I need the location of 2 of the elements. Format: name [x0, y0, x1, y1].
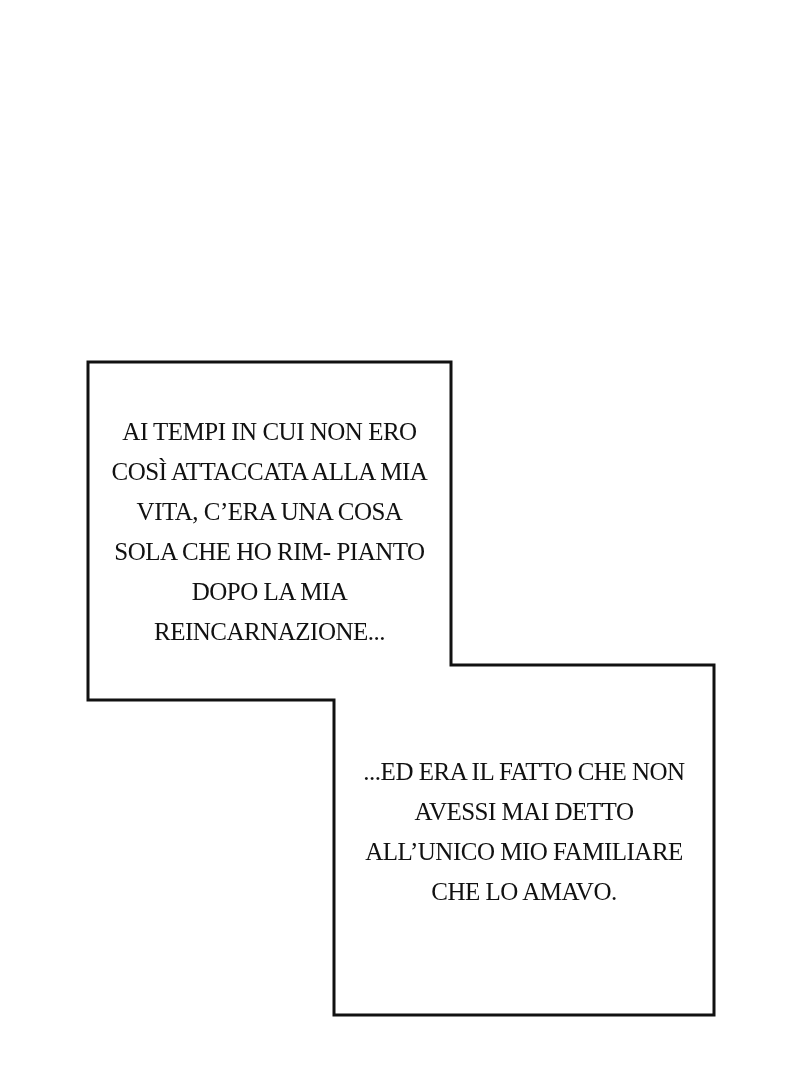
- narration-text: AI TEMPI IN CUI NON ERO COSÌ ATTACCATA ALLA MIA VITA, C’ERA UNA COSA SOLA CHE HO RIM- PIANTO DOPO LA MIA REINCARNAZIONE...: [110, 417, 429, 647]
- narration-text: ...ED ERA IL FATTO CHE NON AVESSI MAI DETTO ALL’UNICO MIO FAMILIARE CHE LO AMAVO.: [362, 757, 686, 907]
